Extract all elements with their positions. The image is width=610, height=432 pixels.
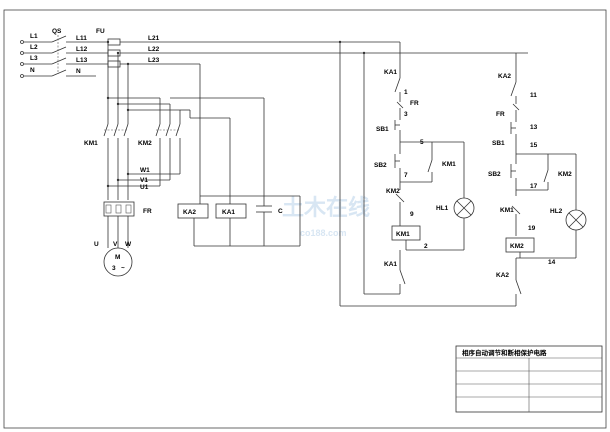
label-km1-nc: KM1 bbox=[500, 207, 514, 214]
watermark-main: 土木在线 bbox=[282, 195, 370, 220]
label-fr-c1: FR bbox=[410, 100, 419, 107]
label-l11: L11 bbox=[76, 35, 87, 42]
label-sb1-c1: SB1 bbox=[376, 126, 389, 133]
label-u1: U1 bbox=[140, 184, 149, 191]
title-block-title: 相序自动调节和断相保护电路 bbox=[462, 348, 547, 357]
label-motor-phase: 3 bbox=[112, 265, 116, 272]
label-node-15: 15 bbox=[530, 142, 538, 149]
label-node-14: 14 bbox=[548, 259, 556, 266]
label-km1-coil: KM1 bbox=[396, 231, 410, 238]
label-sb2-c1: SB2 bbox=[374, 162, 387, 169]
label-qs: QS bbox=[52, 28, 62, 35]
label-ka1-top: KA1 bbox=[384, 69, 397, 76]
watermark-sub: co188.com bbox=[300, 228, 347, 238]
label-ka1-coil: KA1 bbox=[222, 209, 235, 216]
label-v: V bbox=[113, 241, 118, 248]
label-node-3: 3 bbox=[404, 111, 408, 118]
label-node-1: 1 bbox=[404, 89, 408, 96]
label-ka2-top: KA2 bbox=[498, 73, 511, 80]
drawing-frame bbox=[3, 9, 607, 429]
label-fu: FU bbox=[96, 28, 105, 35]
label-l22: L22 bbox=[148, 46, 160, 53]
label-km2-main: KM2 bbox=[138, 140, 152, 147]
power-input: L1 L2 L3 N QS L11 L12 L13 N FU L21 L22 L… bbox=[20, 28, 528, 78]
label-km2-coil: KM2 bbox=[510, 243, 524, 250]
label-l13: L13 bbox=[76, 57, 88, 64]
label-ka2-bottom: KA2 bbox=[496, 272, 509, 279]
label-n2: N bbox=[76, 68, 81, 75]
label-w1: W1 bbox=[140, 167, 150, 174]
label-km2-aux: KM2 bbox=[558, 171, 572, 178]
label-motor-tilde: ~ bbox=[121, 265, 125, 272]
label-sb1-c2: SB1 bbox=[492, 140, 505, 147]
label-node-7: 7 bbox=[404, 172, 408, 179]
label-fr-c2: FR bbox=[496, 111, 505, 118]
label-motor: M bbox=[115, 254, 120, 261]
title-block: 相序自动调节和断相保护电路 bbox=[455, 345, 603, 413]
label-km2-nc: KM2 bbox=[386, 188, 400, 195]
main-circuit: KM1 KM2 W1 V1 U1 FR U bbox=[84, 40, 301, 277]
watermark: 土木在线 co188.com bbox=[282, 195, 370, 238]
label-node-11: 11 bbox=[530, 92, 537, 99]
label-v1: V1 bbox=[140, 177, 148, 184]
label-ka2-coil: KA2 bbox=[183, 209, 196, 216]
label-l23: L23 bbox=[148, 57, 160, 64]
label-l2: L2 bbox=[30, 44, 38, 51]
label-node-9: 9 bbox=[410, 211, 414, 218]
label-l12: L12 bbox=[76, 46, 88, 53]
label-hl2: HL2 bbox=[550, 208, 563, 215]
label-l21: L21 bbox=[148, 35, 160, 42]
label-l1: L1 bbox=[30, 33, 38, 40]
label-hl1: HL1 bbox=[436, 205, 449, 212]
label-km1-main: KM1 bbox=[84, 140, 98, 147]
label-node-17: 17 bbox=[530, 183, 538, 190]
label-n: N bbox=[30, 67, 35, 74]
control-circuit-1: KA1 1 FR 3 SB1 5 SB2 7 KM1 KM2 9 bbox=[338, 40, 516, 307]
label-u: U bbox=[94, 241, 99, 248]
label-sb2-c2: SB2 bbox=[488, 171, 501, 178]
control-circuit-2: KA2 11 FR 13 SB1 15 SB2 17 KM2 KM1 19 bbox=[488, 53, 587, 306]
label-w: W bbox=[125, 241, 132, 248]
label-node-5: 5 bbox=[420, 139, 424, 146]
label-ka1-bottom: KA1 bbox=[384, 261, 397, 268]
label-km1-aux: KM1 bbox=[442, 161, 456, 168]
label-node-13: 13 bbox=[530, 124, 538, 131]
label-node-19: 19 bbox=[528, 225, 536, 232]
label-capacitor: C bbox=[278, 208, 283, 215]
label-node-2: 2 bbox=[424, 243, 428, 250]
label-l3: L3 bbox=[30, 55, 38, 62]
label-fr-main: FR bbox=[143, 208, 152, 215]
